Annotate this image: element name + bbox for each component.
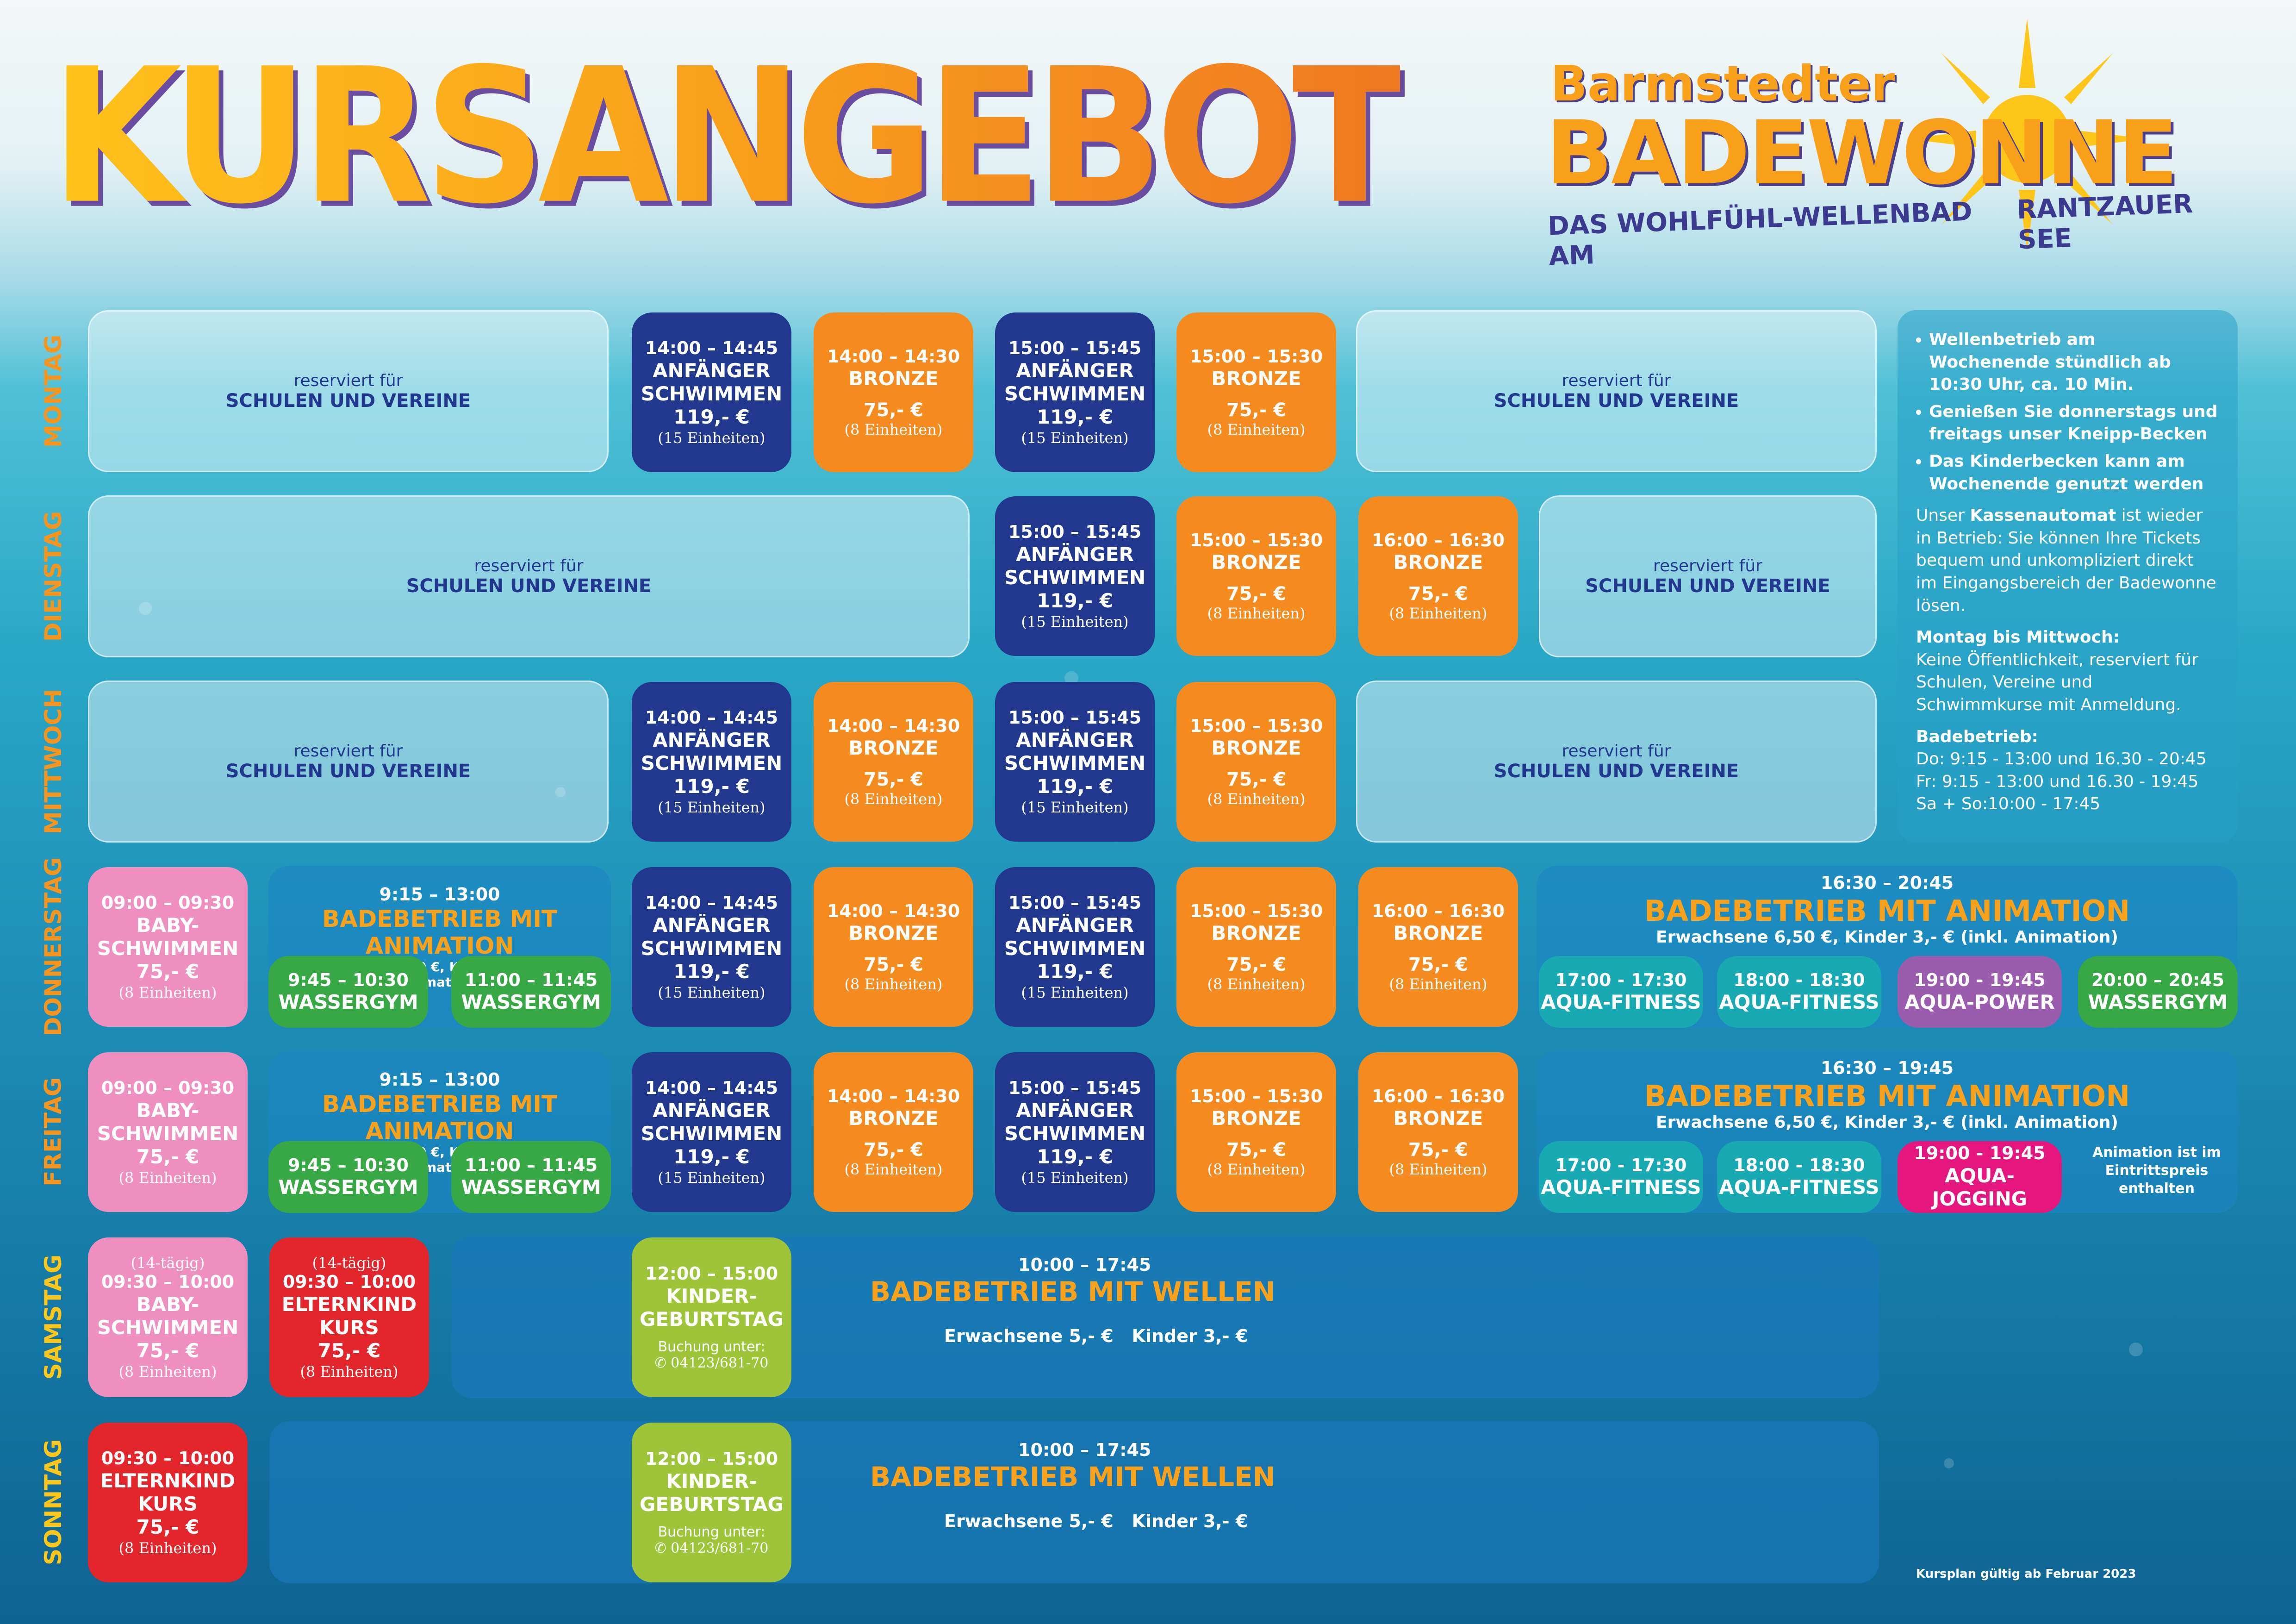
wellen-info: 10:00 – 17:45 BADEBETRIEB MIT WELLEN Erw…: [870, 1255, 1276, 1346]
info-panel: Wellenbetrieb am Wochenende stündlich ab…: [1898, 310, 2238, 843]
info-bullets: Wellenbetrieb am Wochenende stündlich ab…: [1916, 329, 2219, 495]
background-bubble: [2129, 1343, 2143, 1356]
info-bullet: Wellenbetrieb am Wochenende stündlich ab…: [1929, 329, 2219, 396]
info-bullet: Genießen Sie donnerstags und freitags un…: [1929, 401, 2219, 446]
background-bubble: [1666, 768, 1677, 780]
footer-note: Kursplan gültig ab Februar 2023: [1916, 1567, 2136, 1581]
phone-icon: ✆: [654, 1540, 666, 1556]
info-kasse: Unser Kassenautomat ist wieder in Betrie…: [1916, 506, 2216, 615]
logo-line2: BADEWONNE: [1546, 102, 2178, 204]
logo-tagline-right: RANTZAUER SEE: [2016, 188, 2194, 256]
animation-note: Animation ist im Eintrittspreis enthalte…: [2092, 1144, 2221, 1197]
day-label-mittwoch: MITTWOCH: [40, 689, 67, 834]
day-label-samstag: SAMSTAG: [40, 1254, 67, 1380]
info-mo-mi: Montag bis Mittwoch:Keine Öffentlichkeit…: [1916, 628, 2198, 714]
badewonne-logo: Barmstedter BADEWONNE DAS WOHLFÜHL-WELLE…: [1527, 19, 2249, 271]
background-bubble: [1944, 1458, 1954, 1468]
wellen-info: 10:00 – 17:45 BADEBETRIEB MIT WELLEN Erw…: [870, 1440, 1276, 1531]
info-badebetrieb: Badebetrieb:Do: 9:15 - 13:00 und 16.30 -…: [1916, 727, 2207, 814]
info-bullet: Das Kinderbecken kann am Wochenende genu…: [1929, 450, 2219, 495]
page-title: KURSANGEBOT: [51, 29, 1407, 245]
day-label-sonntag: SONNTAG: [40, 1439, 67, 1566]
phone-icon: ✆: [654, 1355, 666, 1371]
day-label-dienstag: DIENSTAG: [40, 511, 67, 642]
background-bubble: [139, 602, 152, 615]
background-bubble: [555, 787, 566, 797]
sun-icon: [1907, 19, 2147, 250]
logo-tagline-left: DAS WOHLFÜHL-WELLENBAD AM: [1547, 196, 1973, 272]
day-label-donnerstag: DONNERSTAG: [40, 857, 67, 1037]
logo-line1: Barmstedter: [1550, 56, 1895, 112]
badebetrieb-wellen-block: [269, 1421, 1879, 1583]
day-label-montag: MONTAG: [40, 334, 67, 448]
day-label-freitag: FREITAG: [40, 1077, 67, 1187]
